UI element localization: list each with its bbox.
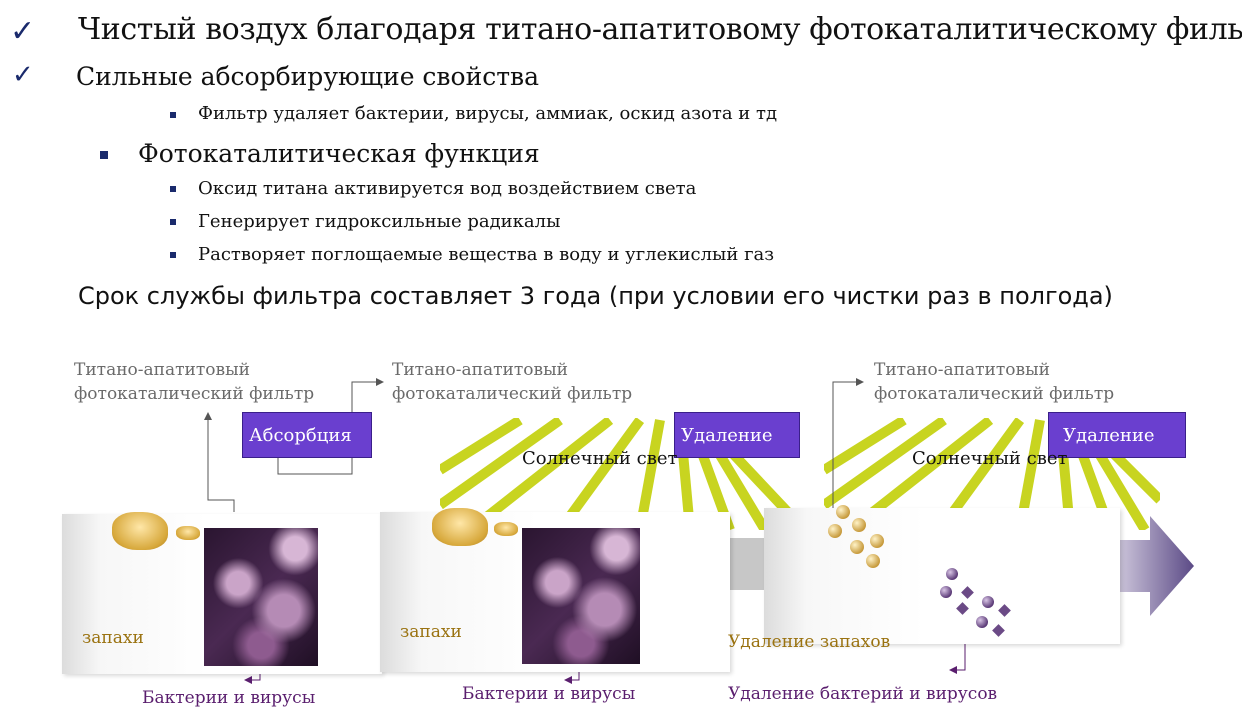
checkmark-icon: ✓ — [10, 14, 36, 49]
odor-particle-icon — [828, 524, 842, 538]
square-bullet-icon — [100, 151, 108, 159]
sunlight-rays — [440, 418, 800, 530]
square-bullet-icon — [170, 186, 176, 192]
odors-label: запахи — [400, 622, 462, 642]
bullet-photocatalytic: Фотокаталитическая функция — [138, 139, 540, 168]
bullet-absorbing: Сильные абсорбирующие свойства — [76, 62, 540, 91]
service-life-text: Срок службы фильтра составляет 3 года (п… — [78, 282, 1113, 310]
filter-label-3: Титано-апатитовый фотокаталический фильт… — [874, 360, 1115, 404]
odor-cloud-icon — [494, 522, 518, 536]
stage-panel-3 — [764, 508, 1120, 644]
bacteria-particle-icon — [946, 568, 958, 580]
odor-cloud-icon — [176, 526, 200, 540]
odors-label: запахи — [82, 628, 144, 648]
removal-box: Удаление — [674, 412, 800, 458]
filter-label-1: Титано-апатитовый фотокаталический фильт… — [74, 360, 315, 404]
bacteria-particle-icon — [976, 616, 988, 628]
sunlight-label: Солнечный свет — [522, 448, 678, 469]
bacteria-removal-label: Удаление бактерий и вирусов — [728, 684, 998, 704]
odor-particle-icon — [836, 505, 850, 519]
sub-bullet-filter-removes: Фильтр удаляет бактерии, вирусы, аммиак,… — [198, 103, 778, 124]
bacteria-viruses-label: Бактерии и вирусы — [462, 684, 636, 704]
flow-arrow — [1100, 516, 1194, 616]
bacteria-particle-icon — [940, 586, 952, 598]
sub-bullet-0: Оксид титана активируется вод воздействи… — [198, 178, 697, 199]
bullet-clean-air: Чистый воздух благодаря титано-апатитово… — [78, 12, 1242, 47]
square-bullet-icon — [170, 219, 176, 225]
absorption-box: Абсорбция — [242, 412, 372, 458]
bacteria-viruses-label: Бактерии и вирусы — [142, 688, 316, 708]
square-bullet-icon — [170, 252, 176, 258]
filter-label-2: Титано-апатитовый фотокаталический фильт… — [392, 360, 633, 404]
bacteria-image — [204, 528, 318, 666]
odor-particle-icon — [866, 554, 880, 568]
checkmark-icon: ✓ — [12, 60, 34, 90]
sub-bullet-1: Генерирует гидроксильные радикалы — [198, 211, 561, 232]
odor-cloud-icon — [432, 508, 488, 546]
odor-removal-label: Удаление запахов — [728, 632, 891, 652]
bacteria-particle-icon — [982, 596, 994, 608]
removal-box: Удаление — [1048, 412, 1186, 458]
odor-particle-icon — [852, 518, 866, 532]
bacteria-image — [522, 528, 640, 664]
square-bullet-icon — [170, 112, 176, 118]
odor-particle-icon — [870, 534, 884, 548]
sunlight-label: Солнечный свет — [912, 448, 1068, 469]
odor-particle-icon — [850, 540, 864, 554]
sub-bullet-2: Растворяет поглощаемые вещества в воду и… — [198, 244, 775, 265]
odor-cloud-icon — [112, 512, 168, 550]
